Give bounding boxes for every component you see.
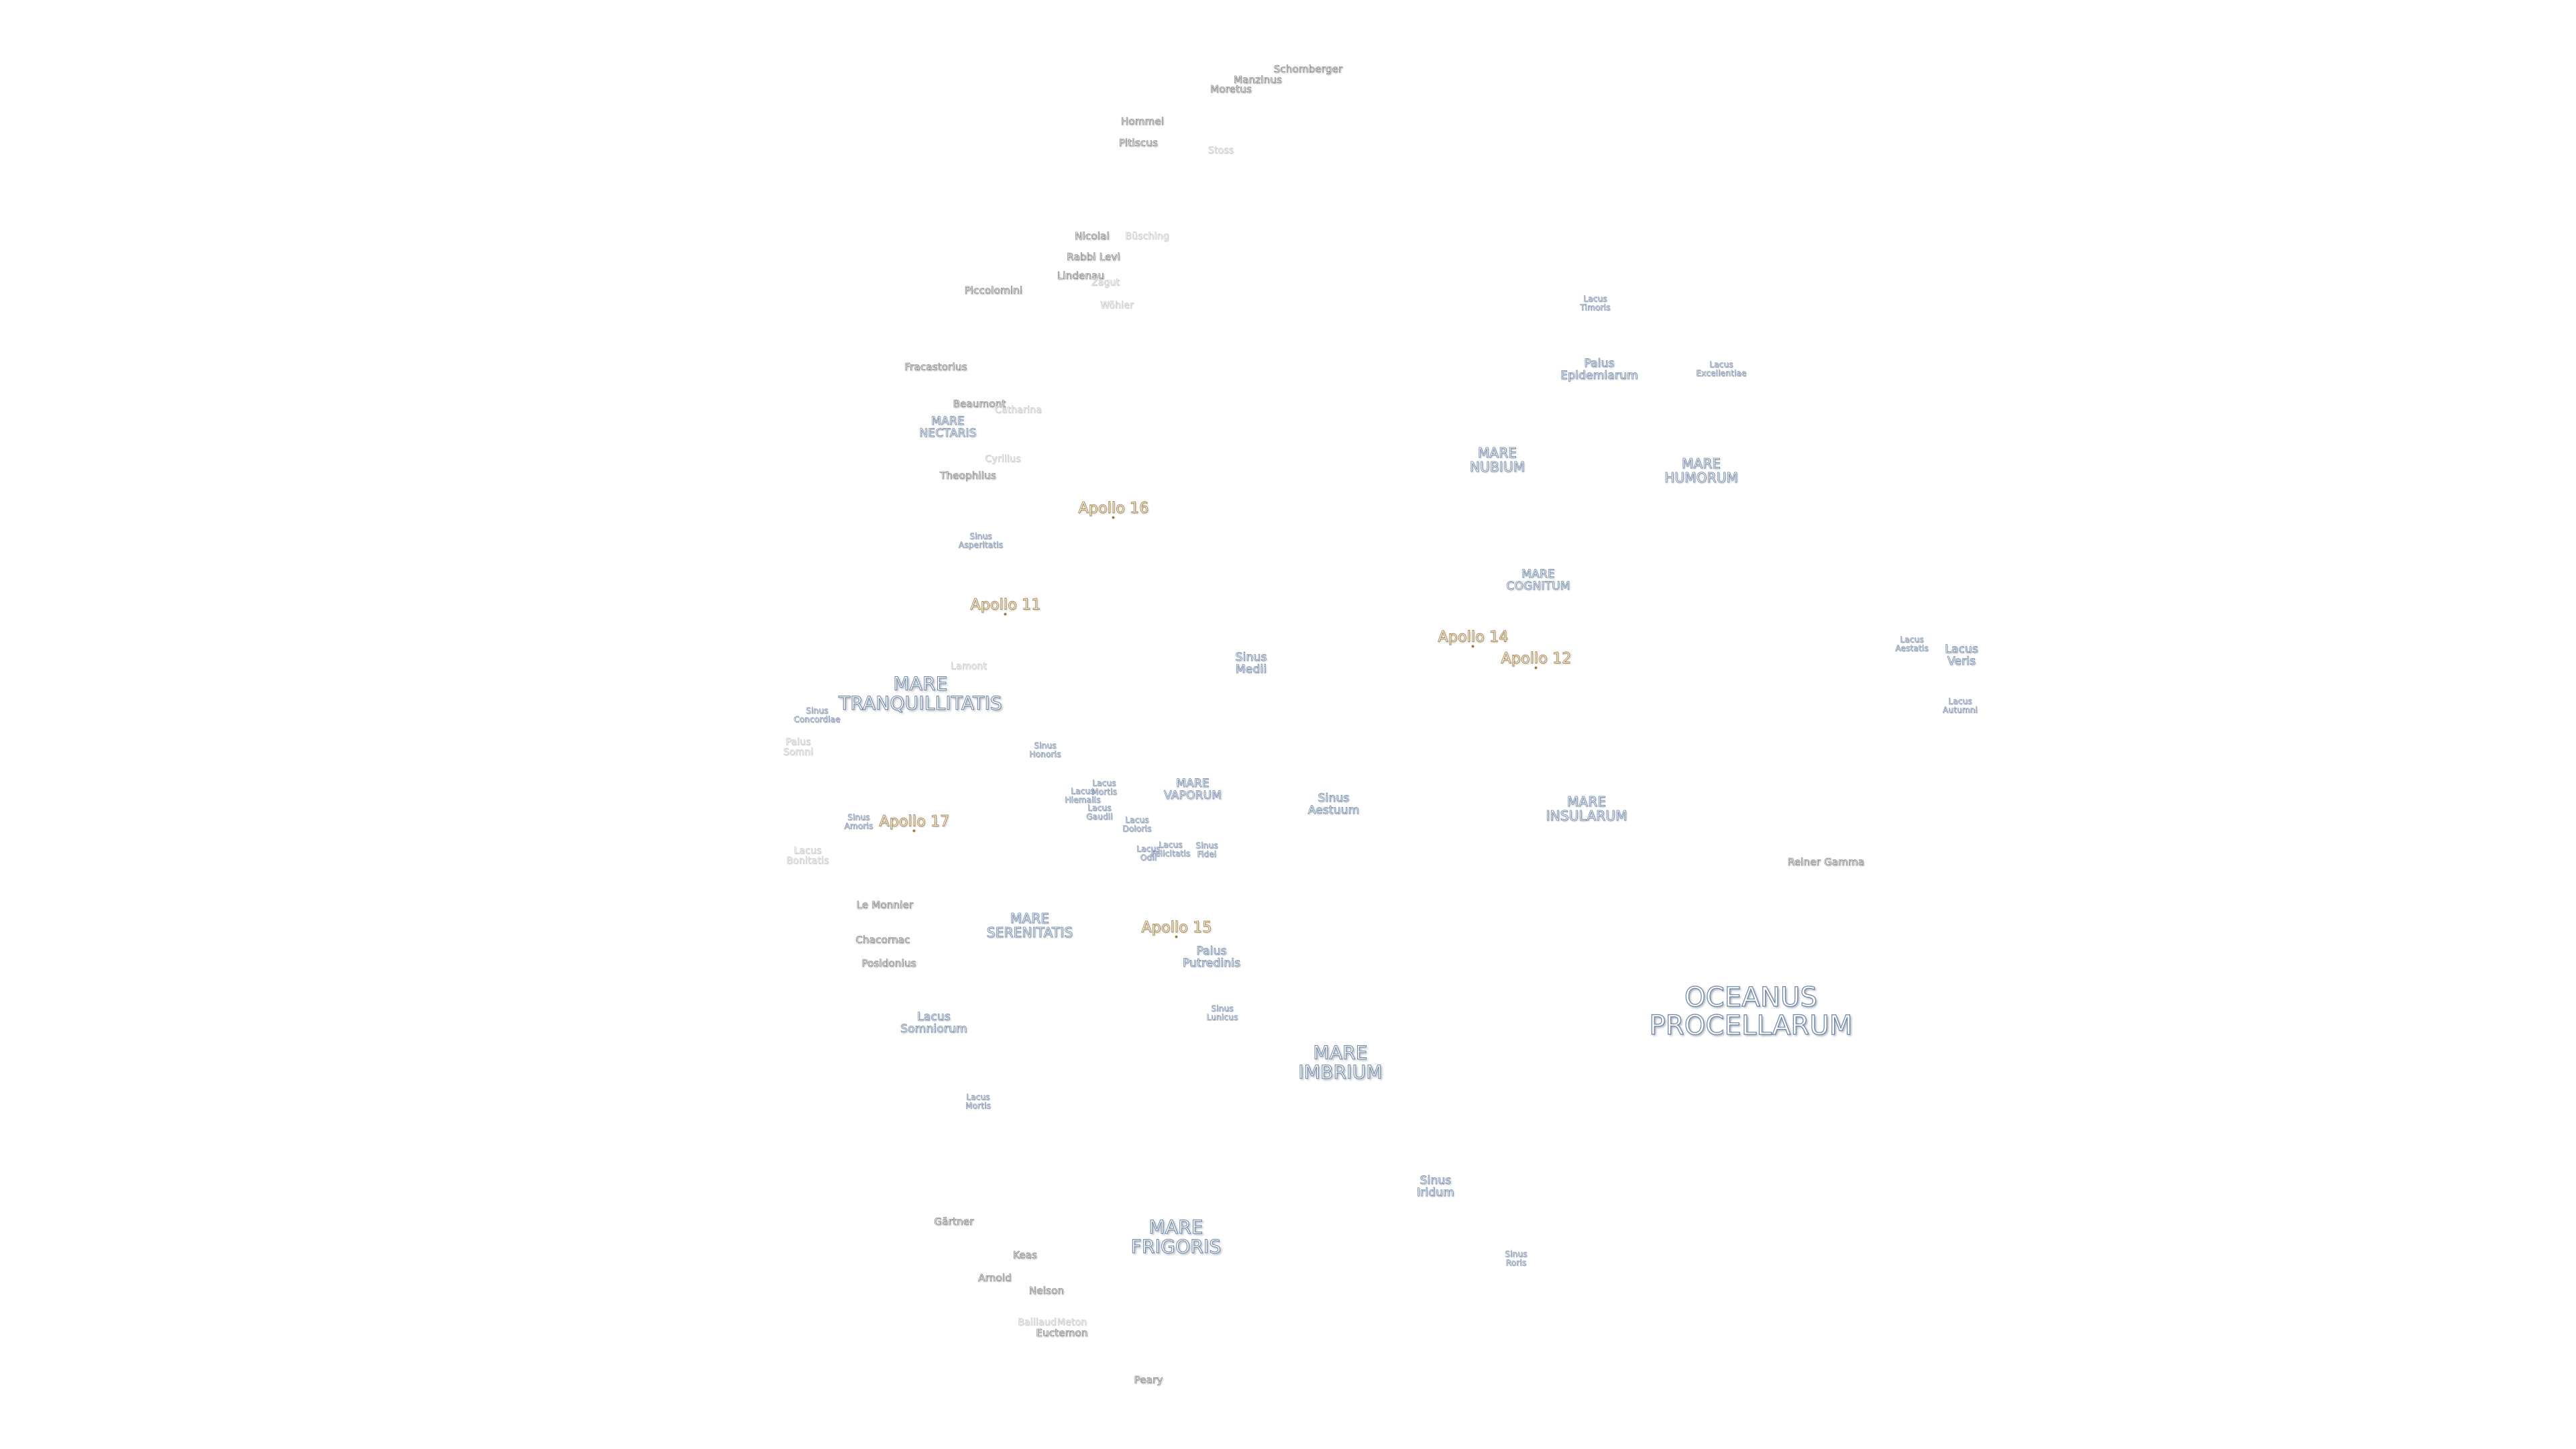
map-label-palus-somni: Palus Somni <box>783 737 814 757</box>
map-label-posidonius: Posidonius <box>861 957 916 970</box>
map-label-lacus-mortis: Lacus Mortis <box>1091 778 1118 796</box>
map-label-sinus-fidei: Sinus Fidei <box>1195 841 1218 859</box>
map-label-baillaud: Baillaud <box>1018 1317 1057 1328</box>
map-label-zagut: Zagut <box>1091 277 1120 288</box>
map-label-hommel: Hommel <box>1120 115 1165 128</box>
map-label-sinus-honoris: Sinus Honoris <box>1029 741 1061 759</box>
map-label-schomberger: Schomberger <box>1273 63 1343 76</box>
map-label-mare-tranquillitatis: MARE TRANQUILLITATIS <box>839 672 1003 714</box>
map-label-nicolai: Nicolai <box>1075 230 1110 243</box>
map-label-lacus-excellentiae: Lacus Excellentiae <box>1696 360 1747 378</box>
map-label-rabbi-levi: Rabbi Levi <box>1067 251 1120 264</box>
map-label-sinus-roris: Sinus Roris <box>1505 1249 1527 1267</box>
landing-site-label-apollo-16: Apollo 16 <box>1078 500 1149 519</box>
map-label-lacus-odii: Lacus Odii <box>1136 844 1161 862</box>
map-label-mare-frigoris: MARE FRIGORIS <box>1130 1216 1222 1258</box>
map-label-w-hler: Wöhler <box>1100 300 1134 311</box>
map-label-mare-humorum: MARE HUMORUM <box>1664 455 1738 486</box>
map-label-sinus-medii: Sinus Medii <box>1235 651 1267 676</box>
map-label-lindenau: Lindenau <box>1057 270 1105 282</box>
landing-site-label-apollo-15: Apollo 15 <box>1141 919 1212 938</box>
map-label-palus-putredinis: Palus Putredinis <box>1182 945 1241 970</box>
map-label-mare-insularum: MARE INSULARUM <box>1546 794 1627 824</box>
map-label-sinus-concordiae: Sinus Concordiae <box>794 706 841 724</box>
landing-site-label-apollo-12: Apollo 12 <box>1501 650 1572 669</box>
landing-site-label-apollo-14: Apollo 14 <box>1438 629 1509 648</box>
map-label-peary: Peary <box>1134 1374 1163 1387</box>
map-label-lacus-felicitatis: Lacus Felicitatis <box>1150 840 1191 858</box>
map-label-theophilus: Theophilus <box>940 470 996 482</box>
map-label-lamont: Lamont <box>950 661 987 672</box>
map-label-catharina: Catharina <box>994 405 1042 416</box>
map-label-reiner-gamma: Reiner Gamma <box>1787 856 1865 869</box>
map-label-pitiscus: Pitiscus <box>1119 137 1158 150</box>
map-label-le-monnier: Le Monnier <box>856 899 914 912</box>
landing-site-label-apollo-11: Apollo 11 <box>970 596 1041 616</box>
map-label-sinus-lunicus: Sinus Lunicus <box>1206 1004 1238 1022</box>
map-label-euctemon: Euctemon <box>1036 1327 1088 1340</box>
map-label-moretus: Moretus <box>1210 83 1252 96</box>
map-label-mare-nectaris: MARE NECTARIS <box>919 415 977 440</box>
map-label-lacus-autumni: Lacus Autumni <box>1942 696 1978 714</box>
map-label-keas: Keas <box>1012 1249 1038 1262</box>
map-label-chacornac: Chacornac <box>855 934 910 947</box>
map-label-meton: Meton <box>1057 1317 1087 1328</box>
map-label-lacus-hiemalis: Lacus Hiemalis <box>1065 786 1101 804</box>
map-label-lacus-bonitatis: Lacus Bonitatis <box>786 845 829 866</box>
map-label-arnold: Arnold <box>978 1272 1012 1285</box>
map-label-oceanus-procellarum: OCEANUS PROCELLARUM <box>1649 982 1853 1041</box>
map-label-fracastorius: Fracastorius <box>904 361 967 374</box>
map-label-lacus-timoris: Lacus Timoris <box>1580 294 1611 312</box>
map-label-sinus-amoris: Sinus Amoris <box>844 812 873 830</box>
map-label-sinus-asperitatis: Sinus Asperitatis <box>958 531 1004 549</box>
map-label-lacus-gaudii: Lacus Gaudii <box>1086 803 1113 821</box>
map-label-cyrillus: Cyrillus <box>985 453 1021 465</box>
map-label-manzinus: Manzinus <box>1233 74 1283 87</box>
map-label-mare-cognitum: MARE COGNITUM <box>1506 568 1570 593</box>
map-label-mare-nubium: MARE NUBIUM <box>1469 445 1525 475</box>
map-label-mare-vaporum: MARE VAPORUM <box>1163 777 1222 802</box>
map-label-sinus-aestuum: Sinus Aestuum <box>1307 792 1360 817</box>
map-label-g-rtner: Gärtner <box>934 1216 974 1228</box>
map-label-b-sching: Büsching <box>1125 231 1169 242</box>
map-label-mare-imbrium: MARE IMBRIUM <box>1298 1041 1383 1083</box>
landing-site-label-apollo-17: Apollo 17 <box>879 813 950 833</box>
map-label-piccolomini: Piccolomini <box>964 284 1023 297</box>
map-label-palus-epidemiarum: Palus Epidemiarum <box>1560 357 1638 382</box>
map-label-lacus-veris: Lacus Veris <box>1945 643 1978 668</box>
map-label-sinus-iridum: Sinus Iridum <box>1416 1174 1455 1199</box>
map-label-lacus-aestatis: Lacus Aestatis <box>1895 635 1929 653</box>
map-label-mare-serenitatis: MARE SERENITATIS <box>986 910 1073 941</box>
map-label-lacus-somniorum: Lacus Somniorum <box>900 1010 967 1036</box>
map-label-nelson: Nelson <box>1028 1285 1065 1297</box>
map-label-beaumont: Beaumont <box>953 398 1006 411</box>
map-label-lacus-mortis: Lacus Mortis <box>965 1092 991 1110</box>
map-label-lacus-doloris: Lacus Doloris <box>1122 815 1152 833</box>
map-label-stoss: Stoss <box>1208 145 1234 156</box>
